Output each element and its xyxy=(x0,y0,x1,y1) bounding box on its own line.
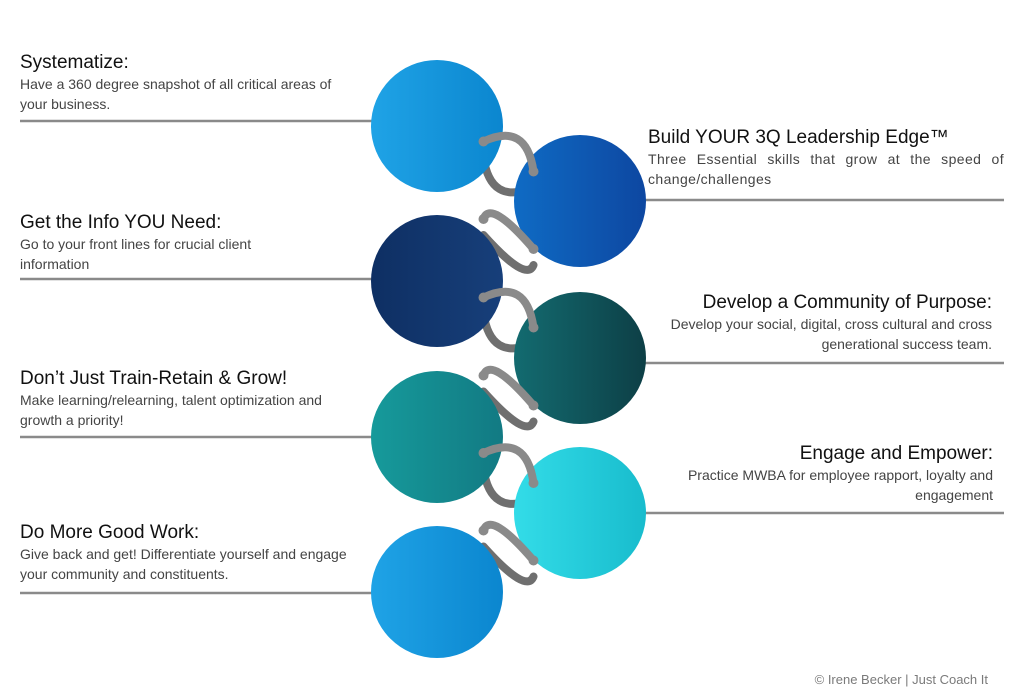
step-circle xyxy=(514,135,646,267)
step-circle xyxy=(371,60,503,192)
chain-link-end xyxy=(528,244,539,254)
item-description: Have a 360 degree snapshot of all critic… xyxy=(20,76,332,112)
item-title: Systematize: xyxy=(20,52,129,73)
item-title: Develop a Community of Purpose: xyxy=(702,292,992,313)
item-community: Develop a Community of Purpose: Develop … xyxy=(620,292,992,354)
item-get-info: Get the Info YOU Need: Go to your front … xyxy=(20,212,320,274)
chain-link-end xyxy=(478,136,489,147)
item-train-retain-grow: Don’t Just Train-Retain & Grow! Make lea… xyxy=(20,368,365,430)
chain-link-end xyxy=(478,292,489,303)
circles xyxy=(371,60,646,658)
chain-link-end xyxy=(478,525,489,536)
item-description: Practice MWBA for employee rapport, loya… xyxy=(687,467,993,503)
item-title: Engage and Empower: xyxy=(799,443,993,464)
item-description: Give back and get! Differentiate yoursel… xyxy=(20,546,347,582)
item-title: Do More Good Work: xyxy=(20,522,200,543)
chain-link-end xyxy=(528,400,539,411)
step-circle xyxy=(371,215,503,347)
item-title: Don’t Just Train-Retain & Grow! xyxy=(20,368,288,389)
chain-link-end xyxy=(478,370,489,381)
step-circle xyxy=(371,371,503,503)
chain-link-front xyxy=(479,443,538,487)
chain-link-end xyxy=(528,166,539,177)
item-systematize: Systematize: Have a 360 degree snapshot … xyxy=(20,52,350,114)
chain-link-end xyxy=(478,214,489,224)
chain-link-end xyxy=(528,555,539,566)
chain-link-end xyxy=(478,448,489,458)
item-leadership-edge: Build YOUR 3Q Leadership Edge™ Three Ess… xyxy=(648,127,1004,189)
item-description: Three Essential skills that grow at the … xyxy=(648,151,1004,187)
step-circle xyxy=(514,292,646,424)
chain-link-end xyxy=(528,478,539,488)
copyright-footer: © Irene Becker | Just Coach It xyxy=(814,672,988,687)
chain-links-front xyxy=(478,131,539,566)
step-circle xyxy=(371,526,503,658)
item-engage-empower: Engage and Empower: Practice MWBA for em… xyxy=(680,443,993,505)
item-title: Get the Info YOU Need: xyxy=(20,212,222,233)
item-description: Make learning/relearning, talent optimiz… xyxy=(20,392,322,428)
chain-link-end xyxy=(528,322,539,333)
item-good-work: Do More Good Work: Give back and get! Di… xyxy=(20,522,370,584)
item-description: Develop your social, digital, cross cult… xyxy=(670,316,992,352)
item-title: Build YOUR 3Q Leadership Edge™ xyxy=(648,127,949,148)
chain-link-front xyxy=(479,287,538,332)
item-description: Go to your front lines for crucial clien… xyxy=(20,236,252,272)
chain-link-front xyxy=(479,131,538,176)
step-circle xyxy=(514,447,646,579)
